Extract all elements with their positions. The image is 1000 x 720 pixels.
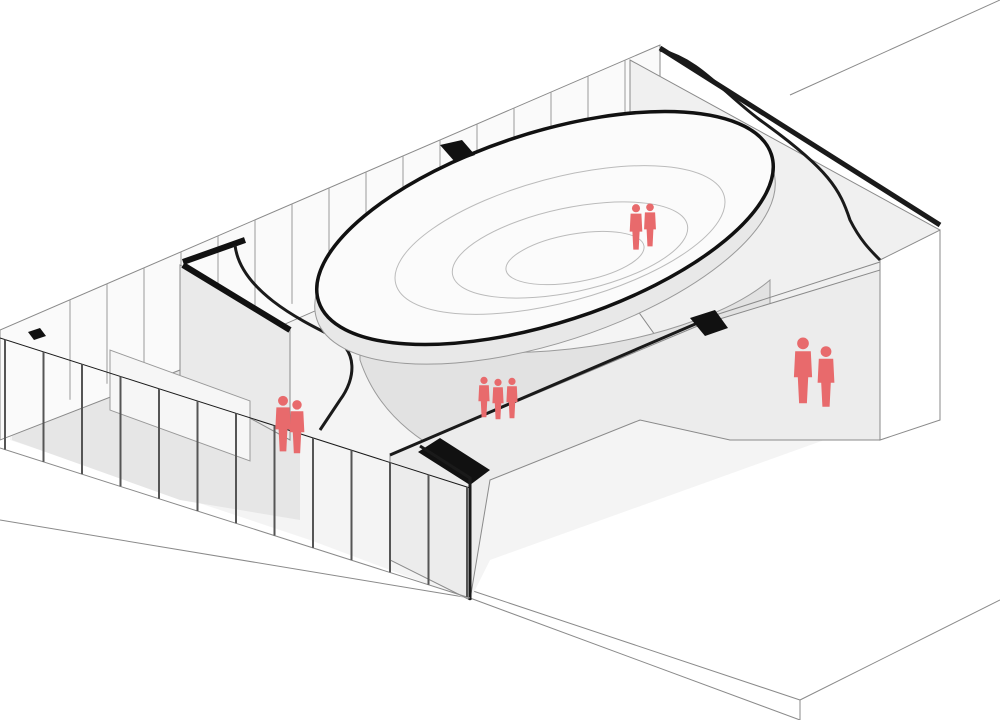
person-figure bbox=[492, 378, 504, 420]
partition-wall bbox=[389, 261, 881, 601]
person-figure bbox=[289, 400, 305, 454]
person-figure bbox=[478, 376, 490, 418]
left-partition bbox=[109, 237, 354, 462]
glass-facade bbox=[0, 328, 471, 599]
person-figure bbox=[817, 346, 835, 407]
figure-group bbox=[629, 203, 656, 250]
figure-group bbox=[478, 376, 518, 420]
people-figures bbox=[275, 203, 835, 454]
person-figure bbox=[629, 204, 643, 250]
person-figure bbox=[644, 203, 656, 247]
figure-group bbox=[793, 337, 835, 407]
figure-group bbox=[275, 395, 305, 454]
person-figure bbox=[506, 377, 518, 419]
person-figure bbox=[275, 395, 291, 452]
elliptical-ring bbox=[314, 109, 776, 365]
person-figure bbox=[793, 337, 813, 404]
